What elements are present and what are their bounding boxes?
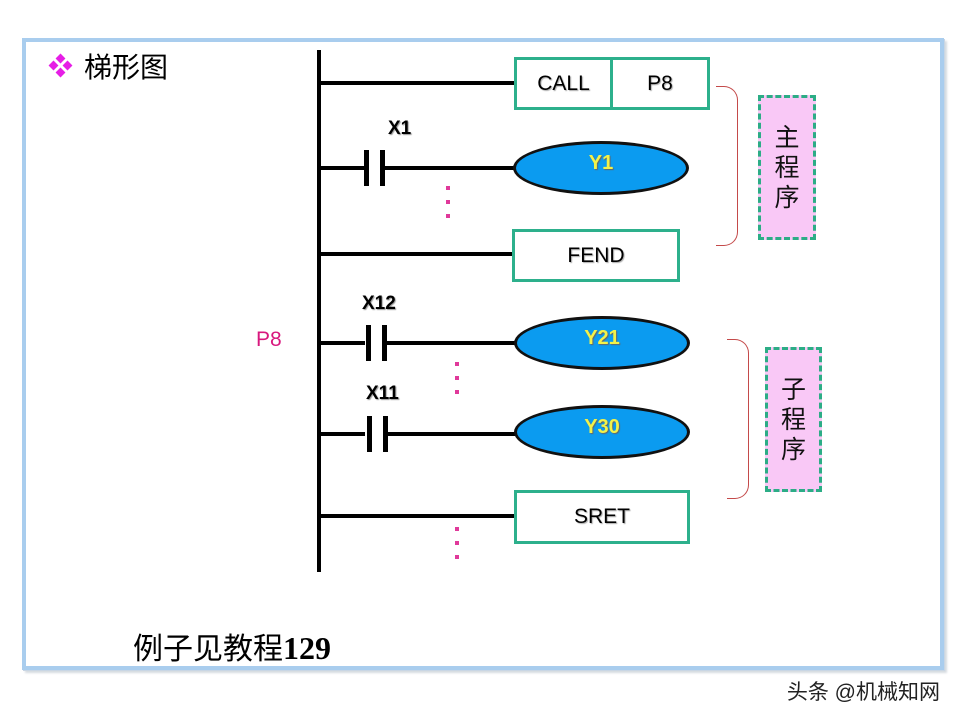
footer-note-number: 129 — [283, 630, 331, 666]
subroutine-pointer-label: P8 — [256, 328, 282, 351]
box-divider — [610, 60, 613, 107]
tag-char: 子 — [780, 374, 806, 404]
subroutine-bracket — [727, 339, 749, 499]
main-program-tag: 主 程 序 — [758, 95, 816, 240]
rung-wire — [319, 81, 515, 85]
rung-wire — [319, 514, 515, 518]
contact-symbol[interactable] — [380, 150, 385, 186]
subroutine-tag: 子 程 序 — [765, 347, 822, 492]
rung-wire — [319, 432, 365, 436]
diamond-bullet-icon — [48, 53, 73, 78]
fend-instruction-box[interactable]: FEND — [512, 229, 680, 282]
rung-wire — [384, 166, 516, 170]
tag-char: 主 — [774, 122, 800, 152]
contact-label: X12 — [362, 293, 396, 314]
tag-char: 序 — [774, 182, 800, 212]
sret-instruction-box[interactable]: SRET — [514, 490, 690, 544]
output-coil[interactable]: Y1 — [513, 141, 689, 195]
call-instruction-box[interactable]: CALL P8 — [514, 57, 710, 110]
rung-wire — [319, 166, 365, 170]
rung-wire — [319, 341, 365, 345]
tag-char: 程 — [774, 152, 800, 182]
rung-wire — [386, 341, 516, 345]
output-coil[interactable]: Y21 — [514, 316, 690, 370]
contact-symbol[interactable] — [364, 150, 369, 186]
power-rail — [317, 50, 321, 572]
ellipsis-dots — [446, 186, 450, 228]
contact-symbol[interactable] — [383, 416, 388, 452]
rung-wire — [387, 432, 516, 436]
ellipsis-dots — [455, 527, 459, 569]
rung-wire — [319, 252, 513, 256]
slide-heading: 梯形图 — [48, 46, 169, 86]
instruction-operand: P8 — [647, 71, 673, 95]
footer-note: 例子见教程129 — [133, 624, 331, 668]
contact-symbol[interactable] — [366, 325, 371, 361]
heading-text: 梯形图 — [84, 51, 169, 84]
tag-char: 序 — [780, 434, 806, 464]
instruction-name: SRET — [573, 505, 630, 528]
ellipsis-dots — [455, 362, 459, 404]
watermark: 头条 @机械知网 — [786, 681, 940, 704]
contact-symbol[interactable] — [367, 416, 372, 452]
instruction-name: FEND — [567, 243, 625, 267]
contact-label: X1 — [388, 118, 412, 139]
output-coil[interactable]: Y30 — [514, 405, 690, 459]
footer-note-text: 例子见教程 — [133, 632, 283, 667]
contact-label: X11 — [366, 383, 399, 404]
contact-symbol[interactable] — [382, 325, 387, 361]
instruction-name: CALL — [537, 71, 590, 95]
tag-char: 程 — [780, 404, 806, 434]
main-program-bracket — [716, 86, 738, 246]
